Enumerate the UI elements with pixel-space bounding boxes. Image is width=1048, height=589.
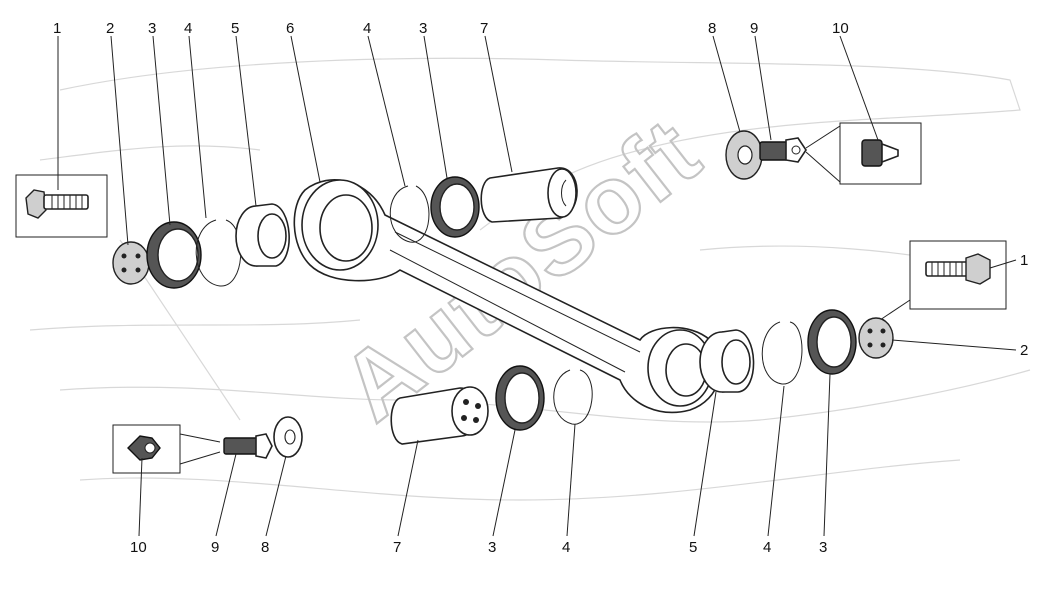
inset-leader-lines-bottom [179,433,221,465]
callout-top-4: 4 [184,20,192,37]
callout-bottom-4: 7 [393,539,401,556]
cap-part-right [858,317,894,359]
bushing-part-right [699,329,755,393]
snap-ring-part-bottom [553,369,593,425]
callout-bottom-6: 4 [562,539,570,556]
bushing-part-left [235,203,290,267]
grease-fitting-part-bottom [223,433,273,459]
callout-top-5: 5 [231,20,239,37]
callout-top-2: 2 [106,20,114,37]
callout-bottom-5: 3 [488,539,496,556]
callout-top-3: 3 [148,20,156,37]
callout-bottom-7: 5 [689,539,697,556]
cap-part-left [112,241,150,285]
callout-bottom-1: 10 [130,539,147,556]
callout-top-11: 9 [750,20,758,37]
grease-fitting-part-top [759,137,807,163]
seal-part-bottom [495,365,545,431]
callout-right-2: 2 [1020,342,1028,359]
callout-bottom-3: 8 [261,539,269,556]
callout-labels: 1 2 3 4 5 6 4 3 7 8 9 10 1 2 10 9 8 7 3 … [53,20,1028,556]
pin-part-top [480,167,578,223]
snap-ring-part-center [389,185,430,243]
callout-bottom-2: 9 [211,539,219,556]
washer-part-bottom [273,416,303,458]
seal-part-right [807,309,857,375]
bolt-part-left [25,189,89,219]
pin-part-bottom [390,386,489,445]
seal-part-center [430,176,480,238]
callout-bottom-9: 3 [819,539,827,556]
inset-leader-line-right [879,299,911,321]
bolt-part-right [925,253,991,285]
callout-top-1: 1 [53,20,61,37]
callout-top-10: 8 [708,20,716,37]
grease-nipple-inset-top [861,139,899,167]
callout-top-6: 6 [286,20,294,37]
seal-part-left [146,221,202,289]
callout-top-9: 7 [480,20,488,37]
washer-part-top [725,130,763,180]
callout-top-7: 4 [363,20,371,37]
background-frame [29,57,1031,501]
grease-nipple-inset-bottom [127,435,161,461]
callout-top-12: 10 [832,20,849,37]
snap-ring-part-right [761,321,803,385]
inset-leader-lines-top [805,125,841,183]
callout-right-1: 1 [1020,252,1028,269]
snap-ring-part-left [195,219,242,287]
callout-leaders [57,35,1017,537]
callout-top-8: 3 [419,20,427,37]
callout-bottom-8: 4 [763,539,771,556]
